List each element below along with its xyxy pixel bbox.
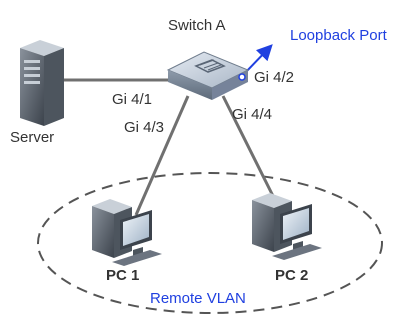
loopback-port-dot	[238, 73, 246, 81]
desktop-pc-icon	[252, 193, 322, 260]
server-label: Server	[10, 129, 54, 146]
loopback-arrow-icon	[243, 44, 273, 75]
port-label-gi-4-1: Gi 4/1	[112, 91, 152, 108]
server-tower-icon	[20, 40, 64, 126]
remote-vlan-label: Remote VLAN	[150, 290, 246, 307]
switch-icon	[166, 51, 250, 100]
link-switch-pc2	[221, 95, 277, 201]
port-label-gi-4-2: Gi 4/2	[254, 69, 294, 86]
link-switch-pc1	[134, 95, 190, 216]
switch-label: Switch A	[168, 17, 226, 34]
port-label-gi-4-3: Gi 4/3	[124, 119, 164, 136]
pc2-label: PC 2	[275, 267, 308, 284]
loopback-port-label: Loopback Port	[290, 27, 388, 44]
desktop-pc-icon	[92, 199, 162, 266]
port-label-gi-4-4: Gi 4/4	[232, 106, 272, 123]
remote-vlan-boundary	[37, 172, 383, 314]
pc1-label: PC 1	[106, 267, 139, 284]
